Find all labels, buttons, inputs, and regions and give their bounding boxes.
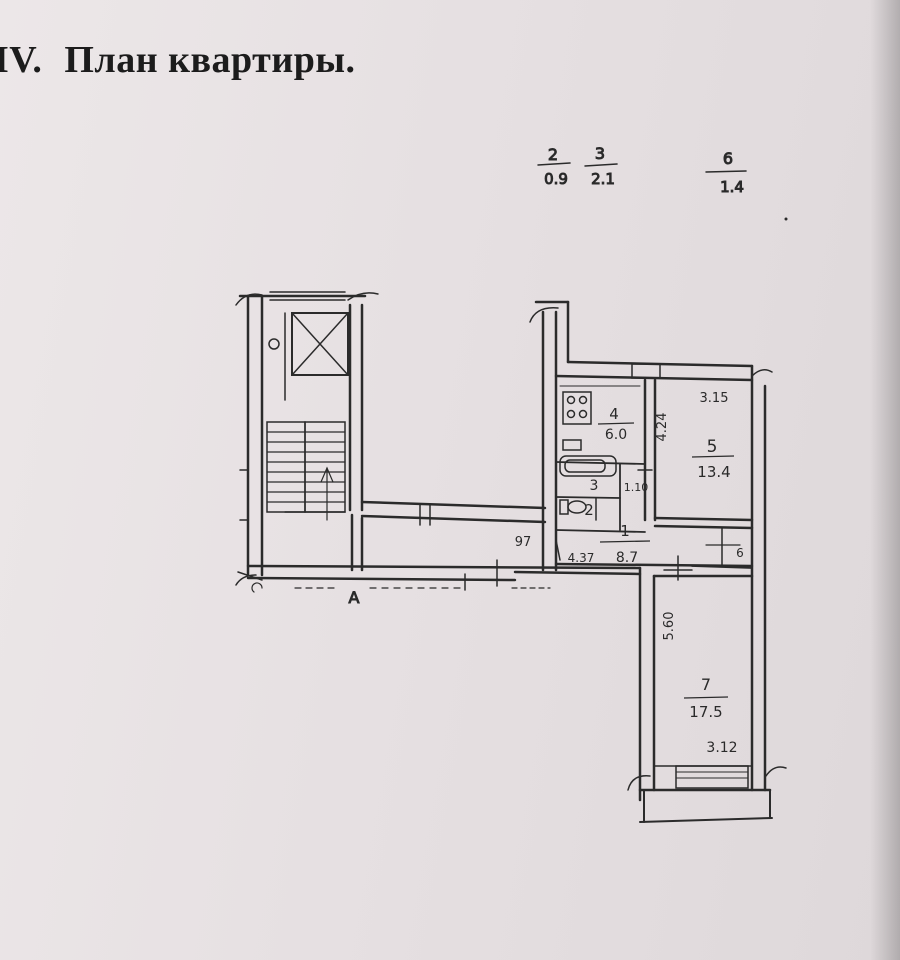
room-5-number: 5 <box>707 437 718 457</box>
room-2-number: 2 <box>584 501 594 519</box>
dimension-5-60: 5.60 <box>662 612 677 641</box>
dimension-4-24: 4.24 <box>655 413 670 442</box>
paper-edge-shadow <box>870 0 900 960</box>
plan-heading: IV. План квартиры. <box>0 38 356 82</box>
room-6-number: 6 <box>736 546 744 560</box>
legend-room-3: 3 <box>595 144 605 163</box>
section-mark-label: A <box>349 588 360 607</box>
legend-room-2: 2 <box>548 145 558 164</box>
room-4-number: 4 <box>609 405 619 423</box>
legend-area-3: 2.1 <box>591 170 615 188</box>
room-1-area: 8.7 <box>616 550 638 566</box>
stove-icon <box>562 391 592 425</box>
apartment-walls <box>529 300 787 823</box>
room-labels: 4 6.0 5 13.4 3 2 1 8.7 6 7 17.5 <box>584 405 744 721</box>
sink-icon <box>562 439 582 451</box>
dimension-3-12: 3.12 <box>706 740 737 756</box>
toilet-icon <box>559 499 587 515</box>
dimension-3-15: 3.15 <box>700 391 729 406</box>
corridor <box>235 500 642 593</box>
room-5-area: 13.4 <box>697 463 730 481</box>
legend-area-6: 1.4 <box>720 178 744 196</box>
section-number: IV. <box>0 39 43 81</box>
room-3-number: 3 <box>590 478 599 494</box>
stairwell <box>235 291 379 577</box>
room-7-area: 17.5 <box>689 703 722 721</box>
room-1-number: 1 <box>620 522 630 540</box>
dimension-97: 97 <box>515 535 532 550</box>
dimension-1-10: 1.10 <box>624 481 649 494</box>
bathtub-icon <box>559 455 617 477</box>
room-7-number: 7 <box>701 675 711 694</box>
legend-fraction-6: 6 1.4 <box>705 149 747 197</box>
legend-area-2: 0.9 <box>544 170 568 188</box>
legend-fraction-3: 3 2.1 <box>584 144 618 189</box>
legend-room-6: 6 <box>723 149 733 168</box>
dimension-labels: 4.24 3.15 1.10 97 4.37 5.60 3.12 <box>515 391 738 756</box>
room-4-area: 6.0 <box>605 427 627 443</box>
plan-title: План квартиры. <box>64 39 356 81</box>
dimension-4-37: 4.37 <box>568 551 595 565</box>
legend-fraction-2: 2 0.9 <box>537 145 571 189</box>
